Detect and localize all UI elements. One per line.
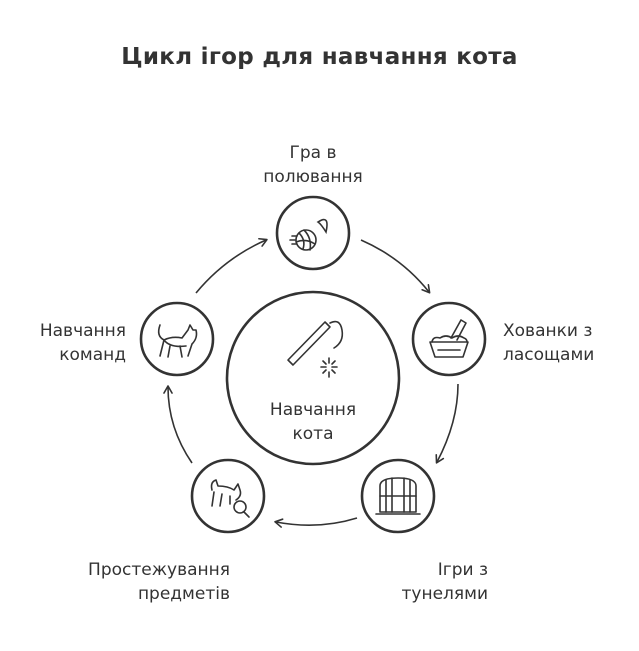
center-label-line2: кота	[292, 424, 334, 444]
label-tracking-line1: Простежування	[88, 560, 230, 580]
label-commands-line1: Навчання	[39, 321, 126, 341]
label-tunnels-line1: Ігри з	[437, 560, 488, 580]
center-circle	[225, 290, 401, 466]
cat-magnifier-icon	[210, 479, 250, 518]
node-circle-commands	[139, 301, 215, 377]
label-tunnels-line2: тунелями	[401, 584, 488, 604]
label-tracking-line2: предметів	[137, 584, 230, 604]
arrow-treats-to-tunnels	[435, 383, 459, 464]
label-commands-line2: команд	[59, 345, 126, 365]
center-label-line1: Навчання	[269, 400, 357, 420]
arrow-tracking-to-commands	[163, 385, 193, 464]
label-tracking: Простежування предметів	[40, 558, 230, 606]
wand-toy-icon	[287, 320, 344, 378]
walking-cat-icon	[157, 324, 198, 358]
arrow-commands-to-hunting	[195, 237, 268, 294]
litter-box-scoop-icon	[429, 319, 469, 358]
node-circle-treats	[411, 301, 487, 377]
node-circle-tracking	[190, 458, 266, 534]
label-hunting-line1: Гра в	[289, 143, 337, 163]
arrow-tunnels-to-tracking	[274, 517, 358, 528]
label-hunting: Гра в полювання	[233, 141, 393, 189]
diagram-title: Цикл ігор для навчання кота	[121, 44, 518, 70]
label-treats-line2: ласощами	[503, 345, 595, 365]
cage-tunnel-icon	[375, 477, 421, 515]
arrow-hunting-to-treats	[360, 239, 431, 294]
yarn-ball-icon	[289, 218, 328, 251]
label-treats-line1: Хованки з	[503, 321, 593, 341]
label-treats: Хованки з ласощами	[503, 319, 633, 367]
center-label: Навчання кота	[223, 398, 403, 446]
label-hunting-line2: полювання	[263, 167, 363, 187]
label-commands: Навчання команд	[10, 319, 126, 367]
label-tunnels: Ігри з тунелями	[368, 558, 488, 606]
